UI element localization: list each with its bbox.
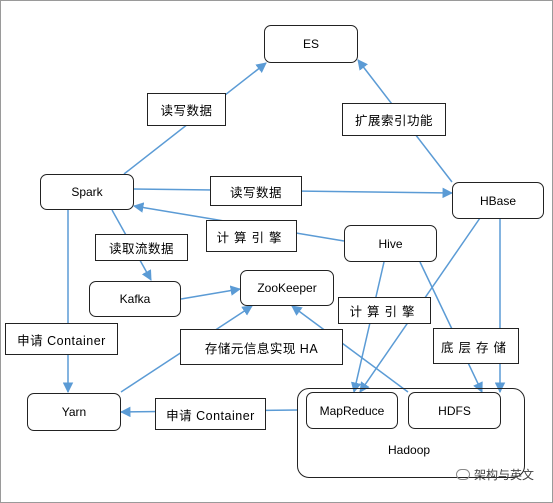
node-mapreduce: MapReduce xyxy=(306,392,398,429)
node-spark: Spark xyxy=(40,174,134,210)
label-ha: 存储元信息实现 HA xyxy=(180,329,343,365)
node-hbase: HBase xyxy=(452,182,544,219)
edge-hive-hdfs xyxy=(419,261,483,393)
label-hadoop-yarn: 申请 Container xyxy=(155,398,266,430)
node-yarn: Yarn xyxy=(27,393,121,431)
label-spark-yarn: 申请 Container xyxy=(5,323,118,355)
node-hive: Hive xyxy=(344,225,437,262)
node-kafka: Kafka xyxy=(89,281,181,317)
label-spark-hbase: 读写数据 xyxy=(210,176,302,206)
node-zookeeper: ZooKeeper xyxy=(240,270,334,306)
label-hive-mapreduce: 计算引擎 xyxy=(338,297,431,324)
edge-hdfs-zookeeper xyxy=(291,305,409,393)
hadoop-label: Hadoop xyxy=(388,443,431,457)
edge-hive-mapreduce xyxy=(351,261,385,394)
edge-kafka-zookeeper xyxy=(180,285,242,300)
label-hive-spark: 计算引擎 xyxy=(206,220,297,252)
label-hbase-es: 扩展索引功能 xyxy=(342,103,446,136)
watermark: 架构与英文 xyxy=(456,466,534,483)
label-spark-es: 读写数据 xyxy=(147,93,226,126)
wechat-icon xyxy=(456,469,470,480)
watermark-text: 架构与英文 xyxy=(474,468,535,482)
node-hdfs: HDFS xyxy=(408,392,501,429)
label-spark-kafka: 读取流数据 xyxy=(95,234,188,261)
hadoop-group xyxy=(297,388,525,478)
node-es: ES xyxy=(264,25,358,63)
label-hbase-hdfs: 底层存储 xyxy=(433,328,519,364)
